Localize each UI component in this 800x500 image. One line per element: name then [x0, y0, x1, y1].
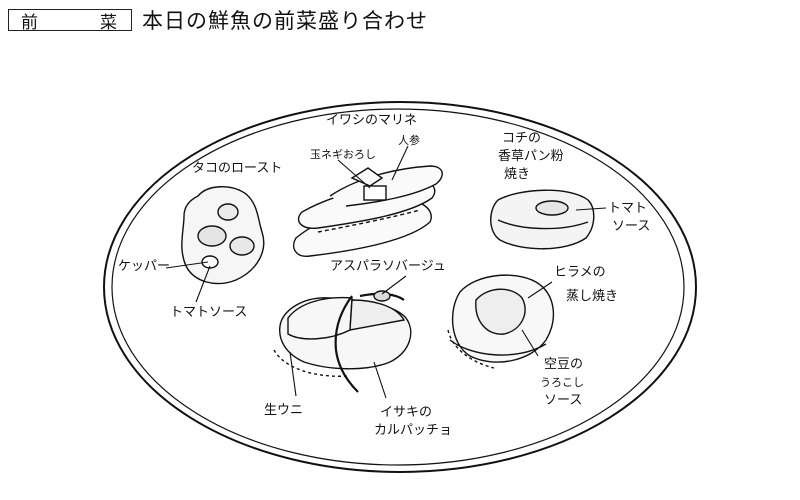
plate — [103, 101, 697, 473]
isaki-carpaccio-drawing — [273, 290, 412, 393]
label-asparagus-sauvage: アスパラソバージュ — [330, 259, 446, 274]
leader-lines — [165, 145, 607, 399]
label-soramame-line3: ソース — [544, 393, 582, 408]
tako-roast-drawing — [181, 186, 265, 285]
label-kochi-line3: 焼き — [504, 167, 530, 182]
course-char-1: 前 — [21, 12, 40, 33]
label-nama-uni: 生ウニ — [264, 403, 303, 418]
label-tako-roast: タコのロースト — [192, 161, 282, 176]
kochi-herb-crust-drawing — [490, 189, 595, 250]
plate-rim-outer — [103, 101, 697, 473]
label-soramame-line1: 空豆の — [544, 357, 583, 372]
header: 前 菜 本日の鮮魚の前菜盛り合わせ — [8, 6, 428, 34]
iwashi-marinade-drawing — [292, 165, 443, 257]
course-label-box: 前 菜 — [8, 9, 132, 33]
label-iwashi-marinade: イワシのマリネ — [326, 113, 417, 128]
label-isaki-line2: カルパッチョ — [374, 423, 452, 438]
label-hirame-line1: ヒラメの — [554, 265, 606, 280]
label-tomato-sauce-right-line2: ソース — [612, 219, 650, 234]
plate-rim-inner — [111, 108, 685, 466]
label-tomato-sauce-right-line1: トマト — [608, 201, 647, 216]
label-soramame-line2: うろこし — [540, 376, 584, 389]
label-caper: ケッパー — [118, 259, 170, 274]
label-ninjin: 人参 — [398, 133, 420, 147]
hirame-steamed-drawing — [447, 274, 555, 369]
label-kochi-line2: 香草パン粉 — [498, 149, 564, 164]
course-char-2: 菜 — [100, 12, 119, 33]
label-tomato-sauce-left: トマトソース — [170, 305, 247, 320]
dish-title: 本日の鮮魚の前菜盛り合わせ — [142, 9, 428, 33]
label-kochi-line1: コチの — [502, 131, 541, 146]
label-hirame-line2: 蒸し焼き — [566, 289, 618, 304]
label-tamanegi-oroshi: 玉ネギおろし — [310, 148, 376, 161]
label-isaki-line1: イサキの — [380, 405, 432, 420]
